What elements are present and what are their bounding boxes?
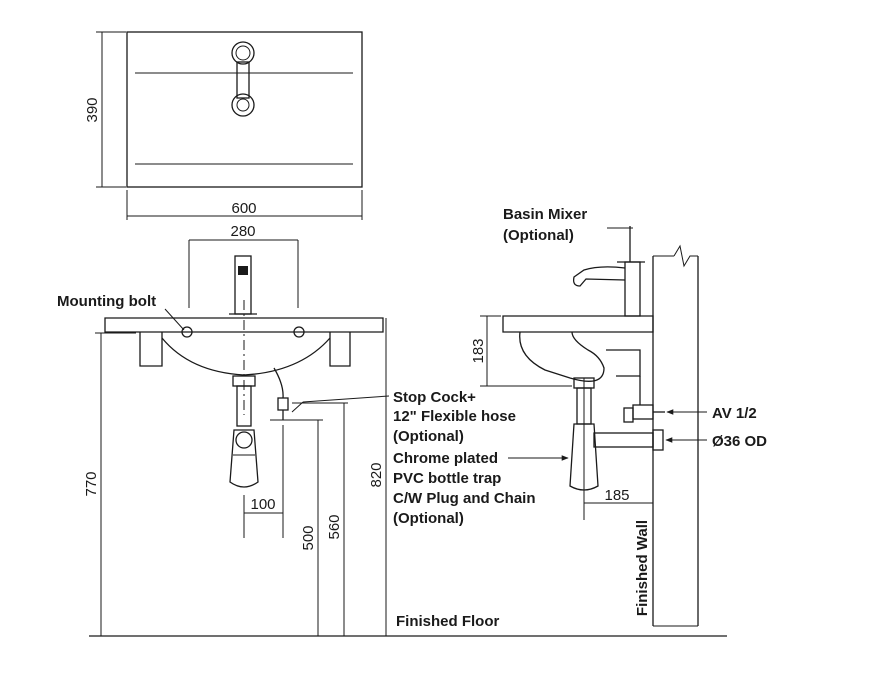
dim-rim-height: 770 [83, 471, 100, 496]
label-basin-mixer-1: Basin Mixer [503, 206, 587, 223]
tap-plan-icon [231, 41, 255, 117]
basin-top-outline [126, 31, 363, 188]
bottle-trap-side-icon [569, 377, 664, 491]
label-angle-valve: AV 1/2 [712, 405, 757, 422]
front-elevation: 280 [57, 223, 727, 637]
label-finished-floor: Finished Floor [396, 613, 499, 630]
label-bottle-trap-2: PVC bottle trap [393, 470, 501, 487]
label-bottle-trap-4: (Optional) [393, 510, 464, 527]
side-elevation: Basin Mixer (Optional) AV 1/2 Ø36 OD 183 [470, 206, 767, 627]
angle-valve-side-icon [623, 376, 665, 423]
dim-top-depth: 390 [84, 97, 101, 122]
wall-section [652, 244, 699, 627]
plan-view: 390 600 [84, 31, 363, 220]
label-finished-wall: Finished Wall [634, 520, 651, 616]
dim-top-width: 600 [231, 200, 256, 217]
label-stop-cock-2: 12" Flexible hose [393, 408, 516, 425]
dim-waste-height: 560 [326, 514, 343, 539]
label-bottle-trap-3: C/W Plug and Chain [393, 490, 536, 507]
dim-overall-height: 820 [368, 462, 385, 487]
label-basin-mixer-2: (Optional) [503, 227, 574, 244]
dim-mixer-spacing: 280 [230, 223, 255, 240]
dim-basin-depth: 183 [470, 338, 487, 363]
basin-side-icon [502, 315, 654, 520]
mixer-side-icon [572, 226, 645, 317]
label-waste-od: Ø36 OD [712, 433, 767, 450]
label-stop-cock-1: Stop Cock+ [393, 389, 476, 406]
stop-cock-front-icon [273, 367, 289, 420]
tap-front-icon [229, 255, 257, 315]
dim-waste-projection: 185 [604, 487, 629, 504]
label-stop-cock-3: (Optional) [393, 428, 464, 445]
bottle-trap-front-icon [229, 375, 259, 488]
label-bottle-trap-1: Chrome plated [393, 450, 498, 467]
dim-stop-cock-height: 500 [300, 525, 317, 550]
basin-front-icon [104, 300, 384, 415]
dim-trap-offset: 100 [250, 496, 275, 513]
label-mounting-bolt: Mounting bolt [57, 293, 156, 310]
